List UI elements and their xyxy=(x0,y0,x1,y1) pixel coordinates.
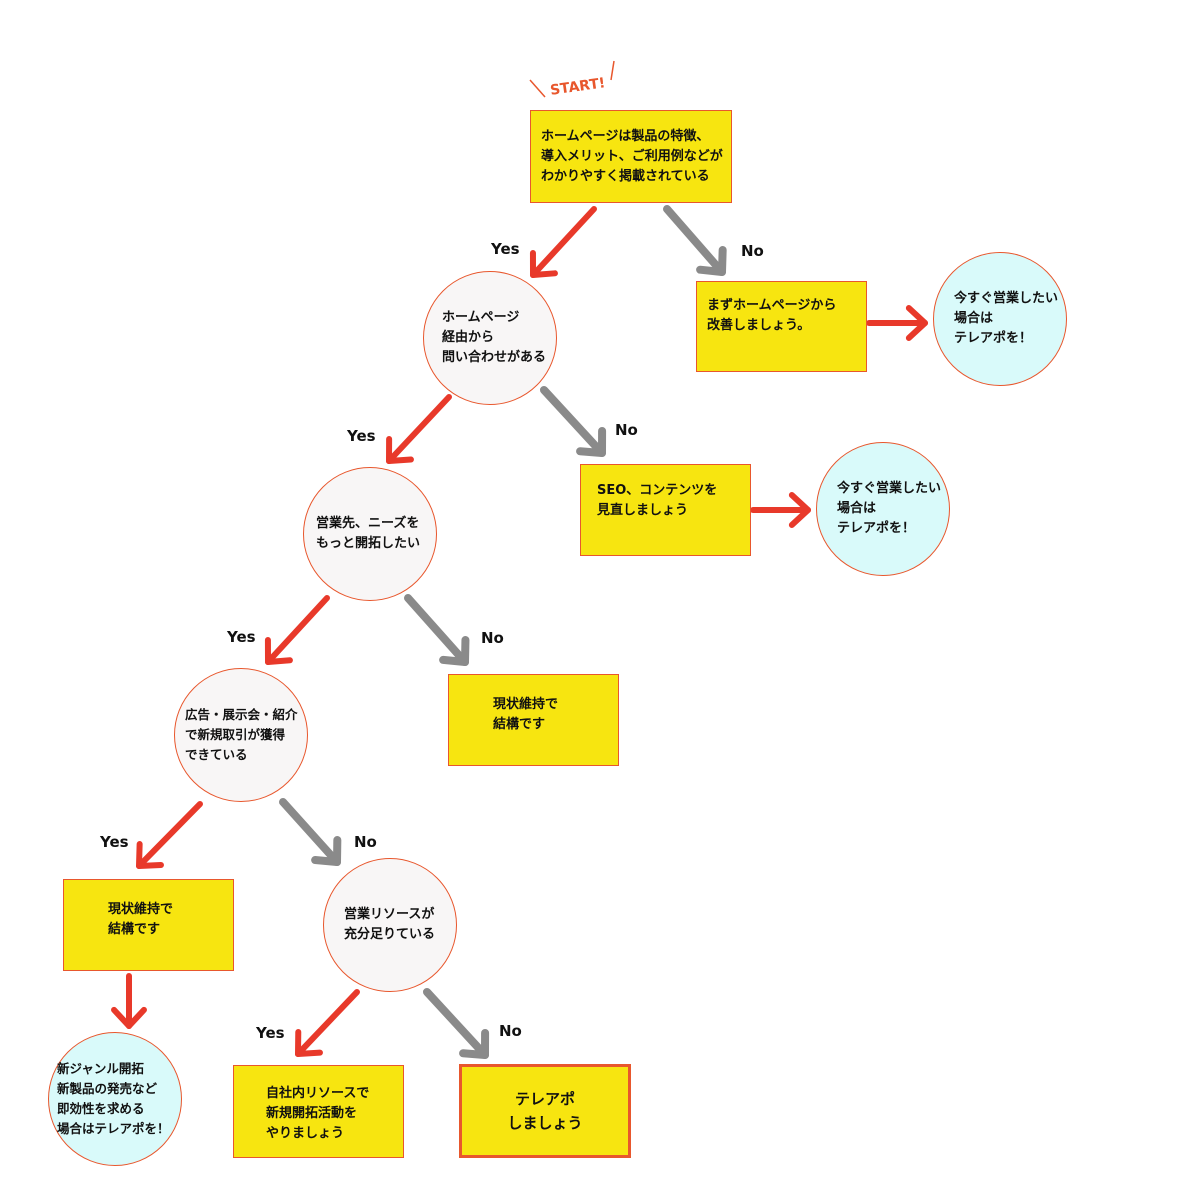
node-text-line: 新規開拓活動を xyxy=(266,1106,358,1121)
yes-label-2: Yes xyxy=(347,427,376,445)
node-text-line: ホームページ xyxy=(442,310,520,325)
yes-label-5: Yes xyxy=(256,1024,285,1042)
teleapo-final-box: テレアポしましょう xyxy=(459,1064,631,1158)
node-text-line: 場合は xyxy=(837,501,877,516)
question-homepage-content: ホームページは製品の特徴、導入メリット、ご利用例などがわかりやすく掲載されている xyxy=(530,110,732,203)
arrow-no-5 xyxy=(423,988,490,1059)
improve-homepage-box: まずホームページから改善しましょう。 xyxy=(696,281,867,372)
arrow-no-2 xyxy=(540,386,607,457)
node-text-line: 即効性を求める xyxy=(57,1101,145,1116)
node-text-line: SEO、コンテンツを xyxy=(597,483,718,498)
no-label-5: No xyxy=(499,1022,522,1040)
node-text-line: 今すぐ営業したい xyxy=(837,481,942,496)
question-sales-resources: 営業リソースが充分足りている xyxy=(323,858,457,992)
node-text-line: 改善しましょう。 xyxy=(707,318,811,333)
node-text-line: 広告・展示会・紹介 xyxy=(185,707,298,722)
node-text-line: しましょう xyxy=(507,1114,583,1132)
arrow-yes-5 xyxy=(295,989,360,1057)
node-text-line: ホームページは製品の特徴、 xyxy=(541,128,710,144)
keep-status-box-2: 現状維持で結構です xyxy=(63,879,234,971)
arrow-yes-3 xyxy=(264,595,330,665)
yes-label-4: Yes xyxy=(100,833,129,851)
node-text-line: もっと開拓したい xyxy=(316,536,421,551)
yes-label-3: Yes xyxy=(227,628,256,646)
node-text-line: 経由から xyxy=(442,330,495,345)
arrow-no-3 xyxy=(404,594,470,666)
arrow-right-1 xyxy=(866,305,928,341)
teleapo-circle-1: 今すぐ営業したい場合はテレアポを！ xyxy=(933,252,1067,386)
arrow-no-1 xyxy=(663,205,727,276)
node-text-line: 場合はテレアポを！ xyxy=(57,1121,170,1136)
node-text-line: 今すぐ営業したい xyxy=(954,291,1059,306)
arrow-yes-2 xyxy=(386,394,452,464)
node-text-line: で新規取引が獲得 xyxy=(185,727,286,742)
node-text-line: 営業リソースが xyxy=(344,907,435,922)
question-ads-exhibitions: 広告・展示会・紹介で新規取引が獲得できている xyxy=(174,668,308,802)
no-label-2: No xyxy=(615,421,638,439)
node-text-line: 現状維持で xyxy=(108,902,174,917)
arrow-yes-1 xyxy=(529,206,597,278)
node-text-line: 営業先、ニーズを xyxy=(316,516,420,531)
yes-label-1: Yes xyxy=(491,240,520,258)
seo-content-box: SEO、コンテンツを見直しましょう xyxy=(580,464,751,556)
node-text-line: まずホームページから xyxy=(707,298,837,313)
node-text-line: 結構です xyxy=(108,922,161,937)
node-text-line: 新ジャンル開拓 xyxy=(57,1061,144,1076)
arrow-right-2 xyxy=(750,492,811,528)
node-text-line: 現状維持で xyxy=(493,697,559,712)
node-text-line: 問い合わせがある xyxy=(442,350,547,365)
node-text-line: 場合は xyxy=(954,311,994,326)
arrow-no-4 xyxy=(279,798,342,866)
node-text-line: 自社内リソースで xyxy=(266,1086,370,1101)
node-text-line: テレアポを！ xyxy=(954,331,1033,346)
no-label-4: No xyxy=(354,833,377,851)
node-text-line: 結構です xyxy=(493,717,546,732)
arrow-down-1 xyxy=(111,973,147,1029)
node-text-line: わかりやすく掲載されている xyxy=(541,168,710,184)
node-text-line: 導入メリット、ご利用例などが xyxy=(541,148,723,164)
start-tick-left xyxy=(529,79,546,98)
node-text-line: やりましょう xyxy=(266,1126,345,1141)
keep-status-box-1: 現状維持で結構です xyxy=(448,674,619,766)
no-label-1: No xyxy=(741,242,764,260)
node-text-line: 新製品の発売など xyxy=(57,1081,158,1096)
new-genre-circle: 新ジャンル開拓新製品の発売など即効性を求める場合はテレアポを！ xyxy=(48,1032,182,1166)
node-text-line: テレアポ xyxy=(514,1090,575,1108)
arrow-yes-4 xyxy=(136,801,203,869)
no-label-3: No xyxy=(481,629,504,647)
node-text-line: テレアポを！ xyxy=(837,521,916,536)
node-text-line: 見直しましょう xyxy=(597,503,689,518)
question-inquiries: ホームページ経由から問い合わせがある xyxy=(423,271,557,405)
inhouse-resources-box: 自社内リソースで新規開拓活動をやりましょう xyxy=(233,1065,404,1158)
node-text-line: 充分足りている xyxy=(344,927,436,942)
teleapo-circle-2: 今すぐ営業したい場合はテレアポを！ xyxy=(816,442,950,576)
node-text-line: できている xyxy=(185,747,248,762)
start-tick-right xyxy=(610,60,615,81)
question-expand-sales: 営業先、ニーズをもっと開拓したい xyxy=(303,467,437,601)
